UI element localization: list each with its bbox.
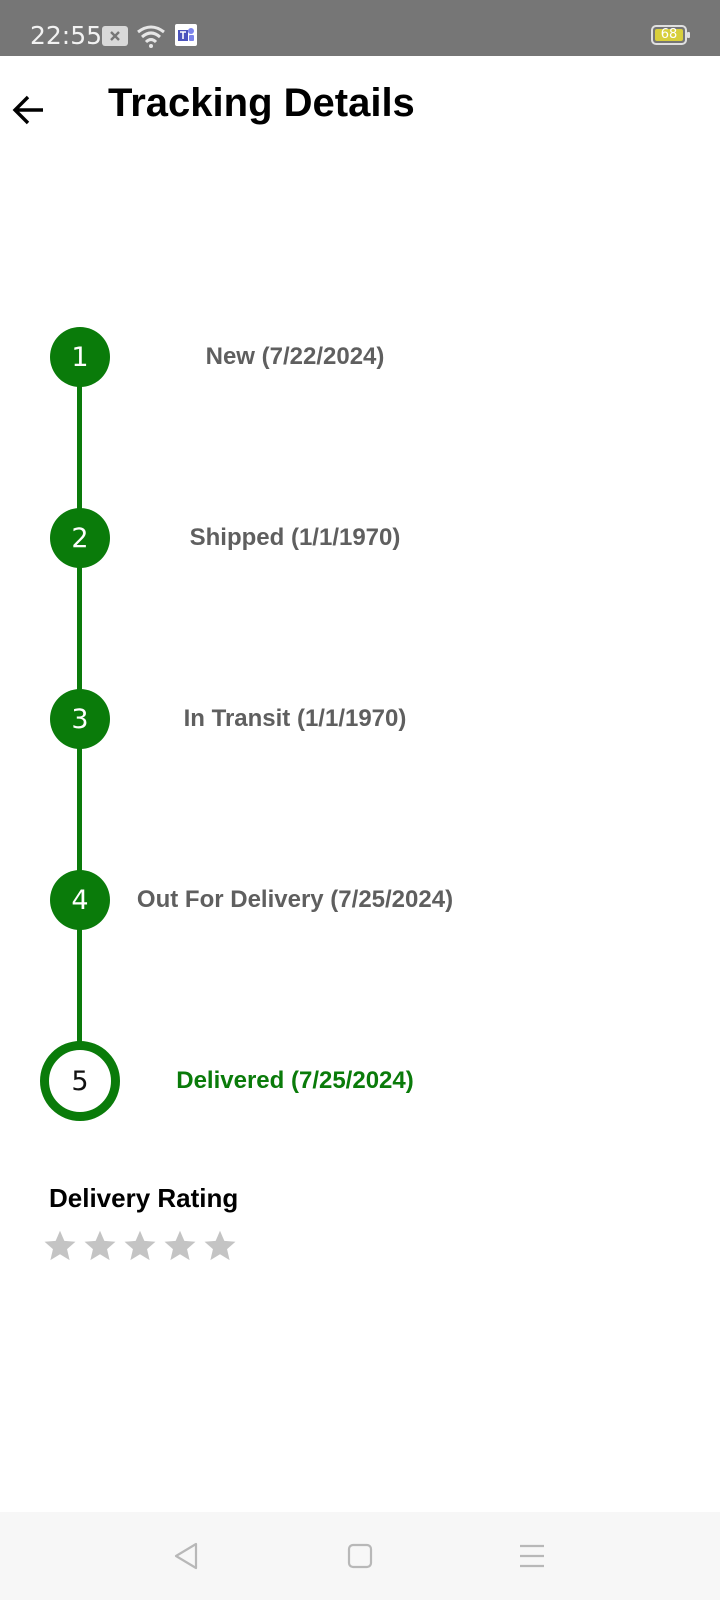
step-5-circle-current: 5 bbox=[40, 1041, 120, 1121]
status-time: 22:55 bbox=[30, 21, 103, 50]
nav-menu-button[interactable] bbox=[512, 1538, 552, 1574]
step-1-circle: 1 bbox=[50, 327, 110, 387]
teams-icon bbox=[175, 24, 197, 46]
step-4-circle: 4 bbox=[50, 870, 110, 930]
star-icon[interactable] bbox=[162, 1228, 198, 1264]
system-nav-bar bbox=[0, 1512, 720, 1600]
step-3-circle: 3 bbox=[50, 689, 110, 749]
rating-title: Delivery Rating bbox=[49, 1183, 239, 1213]
step-number: 1 bbox=[71, 341, 89, 373]
step-number: 2 bbox=[71, 522, 89, 554]
battery-icon: 68 bbox=[651, 25, 691, 45]
nav-back-button[interactable] bbox=[166, 1538, 206, 1574]
star-icon[interactable] bbox=[42, 1228, 78, 1264]
star-icon[interactable] bbox=[202, 1228, 238, 1264]
step-2-circle: 2 bbox=[50, 508, 110, 568]
step-3-label: In Transit (1/1/1970) bbox=[183, 705, 407, 732]
notification-icon bbox=[102, 26, 128, 46]
step-number: 4 bbox=[71, 884, 89, 916]
wifi-icon bbox=[137, 25, 165, 48]
menu-lines-icon bbox=[520, 1544, 544, 1568]
step-number: 3 bbox=[71, 703, 89, 735]
status-bar: 22:55 68 bbox=[0, 0, 720, 56]
back-triangle-icon bbox=[174, 1542, 198, 1570]
step-number: 5 bbox=[71, 1065, 89, 1097]
rating-stars bbox=[42, 1228, 238, 1264]
battery-level: 68 bbox=[660, 27, 678, 42]
back-button[interactable] bbox=[6, 88, 50, 132]
step-5-label: Delivered (7/25/2024) bbox=[176, 1067, 414, 1094]
arrow-left-icon bbox=[12, 95, 43, 125]
step-4-label: Out For Delivery (7/25/2024) bbox=[136, 886, 454, 913]
page-title: Tracking Details bbox=[108, 81, 415, 125]
step-2-label: Shipped (1/1/1970) bbox=[189, 524, 401, 551]
star-icon[interactable] bbox=[122, 1228, 158, 1264]
home-square-icon bbox=[347, 1543, 373, 1569]
star-icon[interactable] bbox=[82, 1228, 118, 1264]
nav-home-button[interactable] bbox=[340, 1538, 380, 1574]
step-1-label: New (7/22/2024) bbox=[205, 343, 385, 370]
